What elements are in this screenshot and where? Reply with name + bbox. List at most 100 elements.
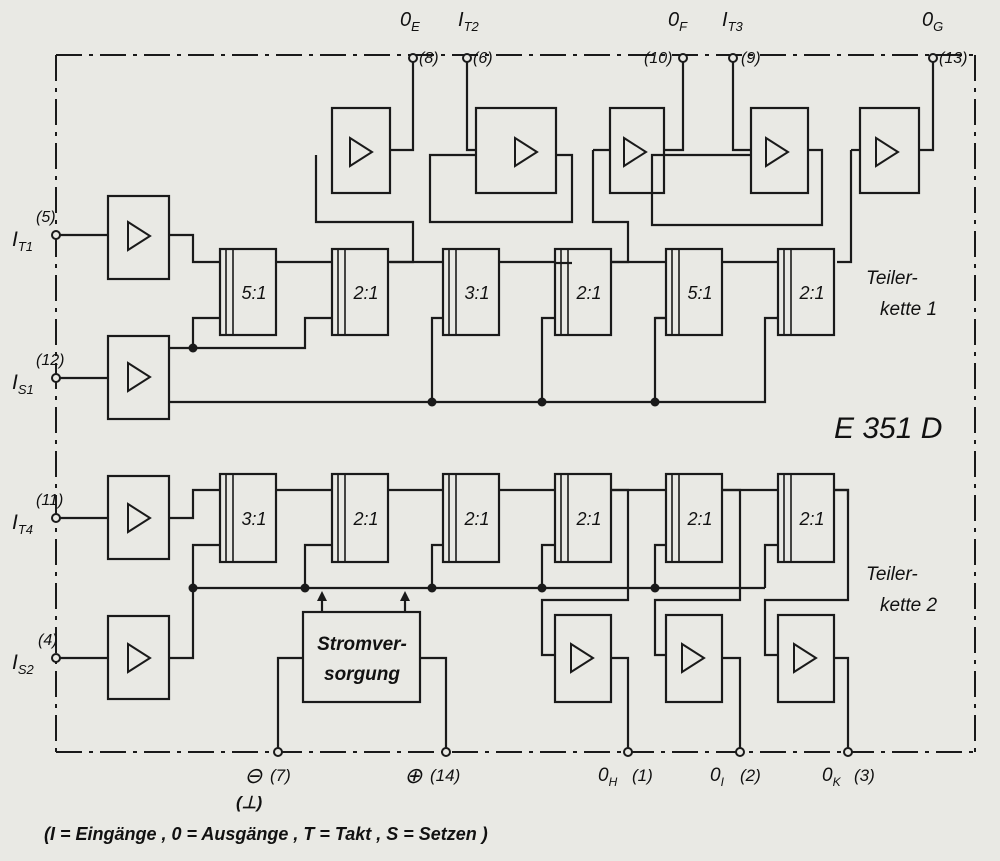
pin-name: I xyxy=(12,651,18,674)
pin-label-is2: (4) IS2 xyxy=(12,632,58,677)
pin-name: 0 xyxy=(598,765,609,786)
divider-chain2-6: 2:1 xyxy=(776,472,836,564)
divider-ratio: 5:1 xyxy=(241,283,266,303)
output-buffer-ot3 xyxy=(749,106,810,195)
svg-text:IS1: IS1 xyxy=(12,371,34,397)
pin-name: 0 xyxy=(668,9,679,31)
junction-dots xyxy=(188,343,660,593)
output-buffer-of xyxy=(608,106,666,195)
divider-chain2-4: 2:1 xyxy=(553,472,613,564)
svg-text:0H: 0H xyxy=(598,765,618,789)
pin-name: I xyxy=(12,371,18,394)
chain2-label-line2: kette 2 xyxy=(880,595,937,616)
svg-text:0I: 0I xyxy=(710,765,725,789)
pin-label-it3: IT3 (9) xyxy=(722,9,761,67)
pin-name: I xyxy=(12,511,18,534)
svg-text:0K: 0K xyxy=(822,765,842,789)
pin-subscript: T2 xyxy=(464,19,480,34)
power-supply-block: Stromver- sorgung xyxy=(301,610,422,704)
divider-chain1-2: 2:1 xyxy=(330,247,390,337)
divider-chain1-1: 5:1 xyxy=(218,247,278,337)
divider-ratio: 2:1 xyxy=(575,509,601,529)
pin-number: (2) xyxy=(740,766,761,785)
pin-subscript: T3 xyxy=(728,19,744,34)
pin-label-og: 0G (13) xyxy=(922,9,967,67)
pin-label-oh: 0H (1) xyxy=(598,765,653,789)
svg-text:0G: 0G xyxy=(922,9,943,34)
pin-subscript: E xyxy=(411,19,420,34)
output-buffer-og xyxy=(858,106,921,195)
pin-label-it1: (5) IT1 xyxy=(12,209,56,254)
pin-label-ok: 0K (3) xyxy=(822,765,875,789)
pin-subscript: T1 xyxy=(18,239,33,254)
legend-text: (I = Eingänge , 0 = Ausgänge , T = Takt … xyxy=(44,824,488,844)
pin-number: (5) xyxy=(36,209,56,226)
divider-chain1-3: 3:1 xyxy=(441,247,501,337)
pin-name: I xyxy=(458,9,464,31)
pin-subscript: F xyxy=(679,19,688,34)
pin-label-gnd: ⊖ (7) (⊥) xyxy=(236,763,291,812)
divider-ratio: 2:1 xyxy=(798,509,824,529)
pin-label-oi: 0I (2) xyxy=(710,765,761,789)
plus-symbol: ⊕ xyxy=(404,763,423,788)
pin-name: 0 xyxy=(710,765,721,786)
svg-text:0E: 0E xyxy=(400,9,420,34)
output-buffer-ot2 xyxy=(474,106,558,195)
pin-name: I xyxy=(722,9,728,31)
output-buffer-oi xyxy=(664,613,724,704)
wiring xyxy=(60,58,935,752)
pin-terminals xyxy=(51,53,938,757)
output-buffer-oh xyxy=(553,613,613,704)
pin-number: (8) xyxy=(419,50,439,67)
svg-text:0F: 0F xyxy=(668,9,688,34)
chip-outline xyxy=(55,54,976,753)
divider-chain1-5: 5:1 xyxy=(664,247,724,337)
pin-label-of: 0F (10) xyxy=(644,9,688,67)
pin-number: (12) xyxy=(36,352,64,369)
input-buffer-is2 xyxy=(106,614,171,701)
supply-arrows xyxy=(317,591,410,601)
divider-chain2-3: 2:1 xyxy=(441,472,501,564)
pin-number: (10) xyxy=(644,50,672,67)
pin-subscript: G xyxy=(933,19,943,34)
divider-chain1-4: 2:1 xyxy=(553,247,613,337)
pin-name: 0 xyxy=(822,765,833,786)
power-supply-label-2: sorgung xyxy=(324,664,400,685)
svg-text:IT4: IT4 xyxy=(12,511,33,537)
divider-ratio: 2:1 xyxy=(575,283,601,303)
chain2-label-line1: Teiler- xyxy=(866,564,918,585)
pin-label-it4: (11) IT4 xyxy=(12,492,63,537)
pin-number: (1) xyxy=(632,766,653,785)
svg-text:IS2: IS2 xyxy=(12,651,35,677)
pin-number: (14) xyxy=(430,766,460,785)
pin-subscript: S1 xyxy=(18,382,34,397)
divider-ratio: 2:1 xyxy=(798,283,824,303)
svg-text:IT3: IT3 xyxy=(722,9,744,34)
divider-chain2-5: 2:1 xyxy=(664,472,724,564)
divider-ratio: 3:1 xyxy=(464,283,489,303)
pin-number: (7) xyxy=(270,766,291,785)
pin-label-vcc: ⊕ (14) xyxy=(404,763,460,788)
divider-chain2-2: 2:1 xyxy=(330,472,390,564)
pin-label-it2: IT2 (6) xyxy=(458,9,493,67)
pin-subscript: H xyxy=(609,775,618,789)
divider-ratio: 2:1 xyxy=(686,509,712,529)
pin-name: I xyxy=(12,228,18,251)
pin-number: (6) xyxy=(473,50,493,67)
chain1-label-line1: Teiler- xyxy=(866,268,918,289)
pin-number: (4) xyxy=(38,632,58,649)
pin-number: (3) xyxy=(854,766,875,785)
pin-subscript: K xyxy=(833,775,842,789)
chain1-label-line2: kette 1 xyxy=(880,299,937,320)
divider-chain1-6: 2:1 xyxy=(776,247,836,337)
divider-ratio: 5:1 xyxy=(687,283,712,303)
pin-label-oe: 0E (8) xyxy=(400,9,439,67)
output-buffer-oe xyxy=(330,106,392,195)
divider-ratio: 2:1 xyxy=(463,509,489,529)
divider-ratio: 2:1 xyxy=(352,509,378,529)
divider-ratio: 2:1 xyxy=(352,283,378,303)
output-buffer-ok xyxy=(776,613,836,704)
pin-name: 0 xyxy=(400,9,411,31)
ground-symbol: ⊖ xyxy=(244,763,263,788)
